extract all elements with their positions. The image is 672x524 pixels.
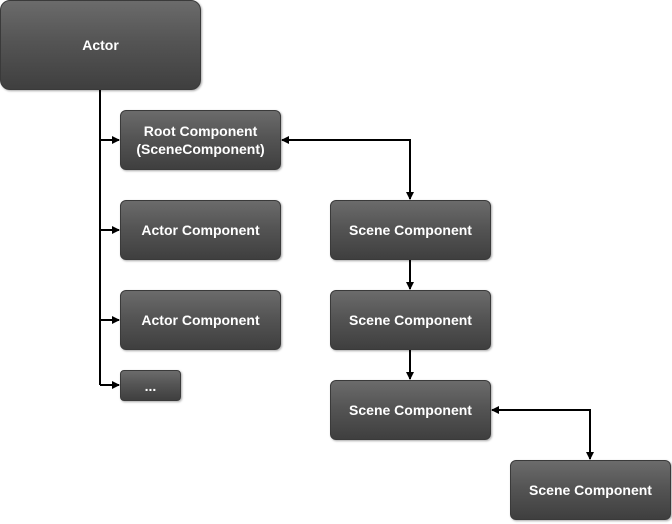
ellipsis-node: ... <box>120 370 181 401</box>
ellipsis-label: ... <box>144 377 157 394</box>
actor-node: Actor <box>0 0 201 90</box>
actor-component-node-2: Actor Component <box>120 290 281 350</box>
actor-label: Actor <box>82 37 119 53</box>
scene-3-to-scene-4-connector <box>491 406 594 460</box>
root-component-node: Root Component (SceneComponent) <box>120 110 281 170</box>
scene-component-node-3: Scene Component <box>330 380 491 440</box>
scene-component-node-4: Scene Component <box>510 460 671 520</box>
actor-component-label-1: Actor Component <box>141 222 260 238</box>
scene-component-label-3: Scene Component <box>349 402 472 418</box>
scene-component-node-2: Scene Component <box>330 290 491 350</box>
scene-component-label-1: Scene Component <box>349 222 472 238</box>
actor-component-label-2: Actor Component <box>141 312 260 328</box>
scene-component-label-4: Scene Component <box>529 482 652 498</box>
scene-component-label-2: Scene Component <box>349 312 472 328</box>
scene-component-node-1: Scene Component <box>330 200 491 260</box>
actor-component-node-1: Actor Component <box>120 200 281 260</box>
root-component-label: Root Component (SceneComponent) <box>136 123 265 157</box>
root-to-scene-1-connector <box>281 136 414 200</box>
